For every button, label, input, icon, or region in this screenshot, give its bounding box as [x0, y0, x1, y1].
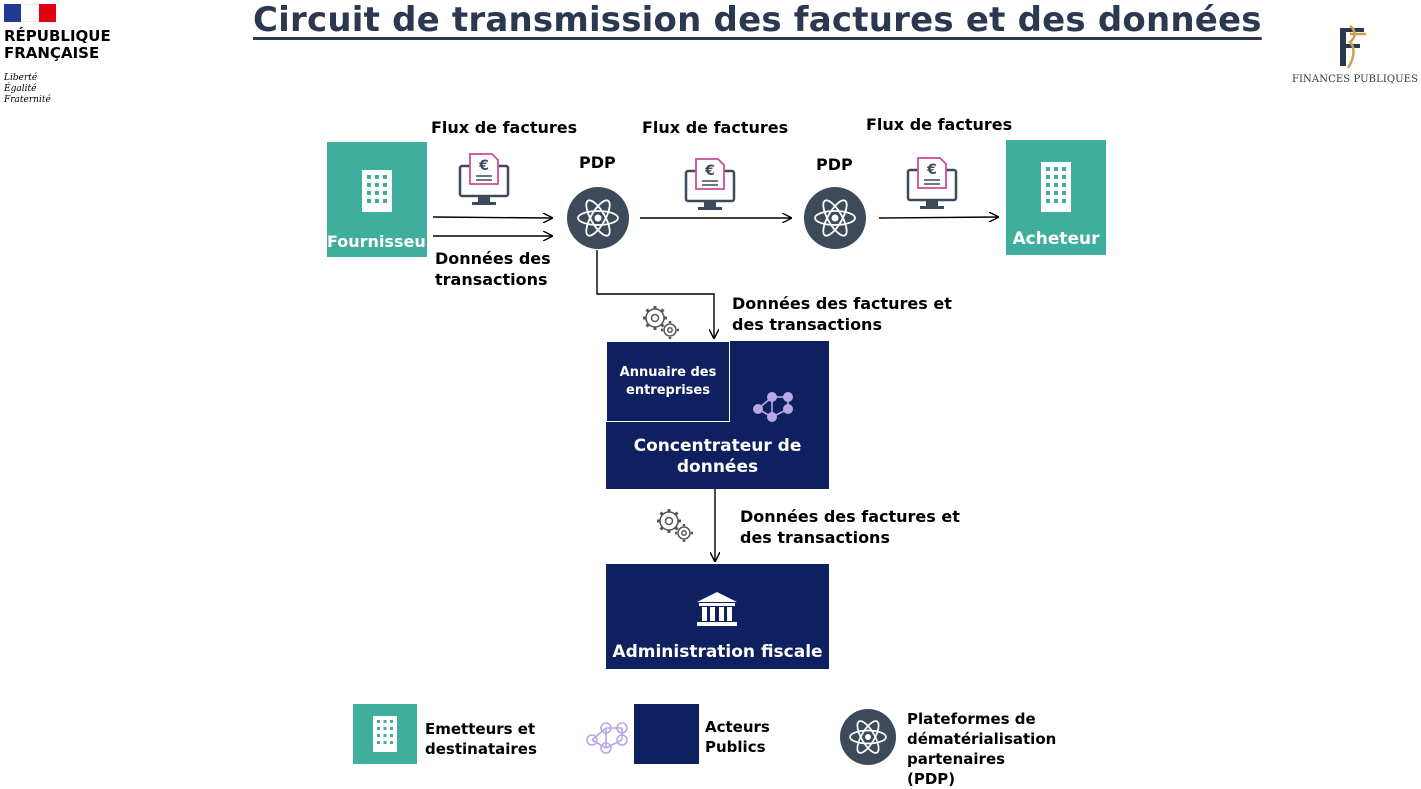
- svg-text:€: €: [704, 163, 715, 179]
- pdp-label-1: PDP: [579, 153, 616, 172]
- acheteur-box: Acheteur: [1006, 140, 1106, 255]
- republic-motto: Liberté Égalité Fraternité: [4, 73, 51, 106]
- administration-fiscale-label: Administration fiscale: [612, 642, 823, 662]
- gears-icon: [643, 306, 679, 339]
- svg-text:€: €: [926, 162, 937, 178]
- pdp-atom-icon: [840, 709, 896, 765]
- motto-liberte: Liberté: [4, 73, 38, 83]
- french-flag-icon: [4, 4, 56, 22]
- building-icon: [362, 170, 392, 212]
- diagram-connectors: [432, 0, 1421, 768]
- donnees-transactions-label: Données des transactions: [435, 249, 551, 289]
- annuaire-box: Annuaire des entreprises: [606, 341, 730, 422]
- donnees-factures-label-1: Données des factures et des transactions: [732, 294, 952, 334]
- arrow-pdp2-to-acheteur: [878, 217, 998, 218]
- flux-label-3: Flux de factures: [866, 115, 1013, 134]
- concentrateur-label: Concentrateur de données: [633, 436, 802, 477]
- motto-egalite: Égalité: [4, 84, 37, 94]
- invoice-monitor-icon: €: [906, 157, 958, 209]
- arrow-pdp-to-concentrateur: [596, 250, 714, 338]
- finances-publiques-label: FINANCES PUBLIQUES: [1291, 74, 1419, 85]
- government-building-icon: [697, 592, 737, 626]
- legend-acteurs-label: Acteurs Publics: [705, 718, 770, 756]
- building-icon: [373, 716, 397, 752]
- republique-francaise-logo: RÉPUBLIQUE FRANÇAISE: [4, 28, 111, 62]
- administration-fiscale-box: Administration fiscale: [606, 564, 829, 669]
- legend-emetteurs-label: Emetteurs et destinataires: [425, 720, 537, 758]
- concentrateur-box: Annuaire des entreprises Concentrateur d…: [606, 341, 829, 489]
- donnees-factures-label-2: Données des factures et des transactions: [740, 507, 960, 547]
- invoice-monitor-icon: €: [458, 153, 510, 205]
- gears-icon: [657, 509, 693, 542]
- arrow-fournisseur-to-pdp-1: [432, 217, 552, 218]
- pdp-label-2: PDP: [816, 155, 853, 174]
- flux-label-1: Flux de factures: [431, 118, 578, 137]
- republique-line-2: FRANÇAISE: [4, 44, 100, 62]
- motto-fraternite: Fraternité: [4, 95, 51, 105]
- acheteur-label: Acheteur: [1012, 229, 1100, 249]
- annuaire-label: Annuaire des entreprises: [619, 364, 717, 398]
- legend-green-swatch: [353, 704, 417, 764]
- page-title: Circuit de transmission des factures et …: [253, 0, 1262, 40]
- flux-label-2: Flux de factures: [642, 118, 789, 137]
- finances-publiques-logo-icon: [1340, 24, 1366, 69]
- legend-plateformes-label: Plateformes de dématérialisation partena…: [907, 710, 1057, 788]
- building-icon: [1041, 162, 1071, 212]
- fournisseur-label: Fournisseur: [327, 232, 434, 251]
- svg-text:€: €: [478, 158, 489, 174]
- republique-line-1: RÉPUBLIQUE: [4, 27, 111, 45]
- legend-navy-swatch: [634, 704, 699, 764]
- network-people-icon: [586, 722, 628, 754]
- invoice-monitor-icon: €: [684, 158, 736, 210]
- pdp-atom-icon: [567, 187, 629, 249]
- fournisseur-box: Fournisseur: [327, 142, 434, 257]
- pdp-atom-icon: [804, 187, 866, 249]
- network-people-icon: [753, 392, 793, 422]
